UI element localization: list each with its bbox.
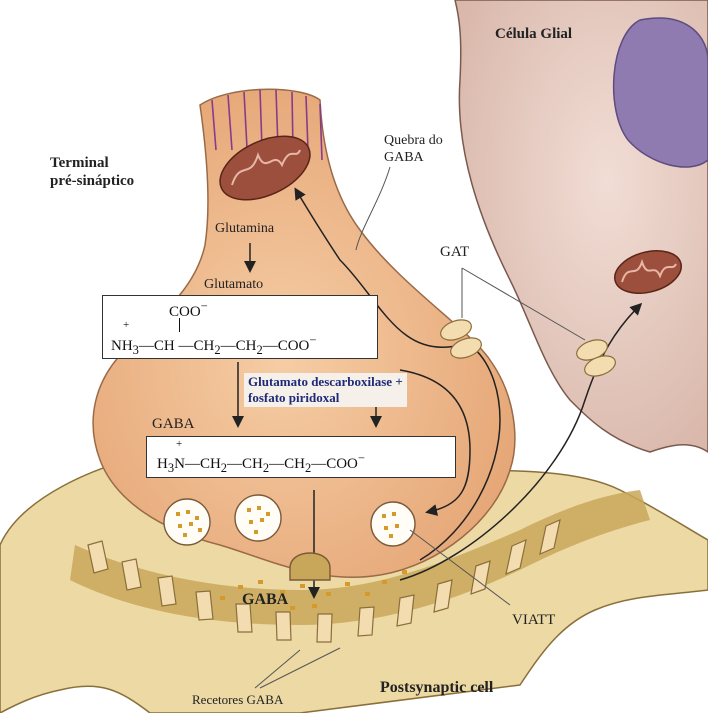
gat-label: GAT — [440, 244, 469, 260]
vesicle-3 — [371, 502, 415, 546]
enzyme-label: Glutamato descarboxilase + fosfato pirid… — [244, 373, 407, 407]
enzyme-label-line2: fosfato piridoxal — [248, 390, 403, 406]
glutamate-plus: + — [123, 319, 129, 331]
presynaptic-label-line2: pré-sináptico — [50, 173, 134, 189]
gaba-receptors-label: Recetores GABA — [192, 692, 283, 708]
gaba-label: GABA — [152, 416, 195, 432]
gaba-cleft-label: GABA — [242, 592, 288, 608]
glutamate-formula-box: COO− + NH3—CH —CH2—CH2—COO− — [102, 295, 378, 359]
glutamate-chain: NH3—CH —CH2—CH2—COO− — [111, 333, 316, 358]
glutamate-top-group: COO− — [169, 299, 208, 321]
viatt-label: VIATT — [512, 612, 555, 628]
glutamine-label: Glutamina — [215, 221, 274, 237]
enzyme-label-line1: Glutamato descarboxilase + — [248, 374, 403, 390]
presynaptic-label-line1: Terminal — [50, 155, 109, 171]
glutamate-label: Glutamato — [204, 277, 263, 293]
gaba-plus: + — [176, 438, 182, 450]
gaba-formula-box: + H3N—CH2—CH2—CH2—COO− — [146, 436, 456, 478]
vesicle-1 — [164, 499, 210, 545]
glial-cell-label: Célula Glial — [495, 26, 572, 42]
vesicle-2 — [235, 495, 281, 541]
vesicle-fusing — [290, 553, 330, 580]
gaba-breakdown-label-line1: Quebra do — [384, 133, 443, 149]
gaba-breakdown-label-line2: GABA — [384, 150, 424, 166]
gaba-chain: H3N—CH2—CH2—CH2—COO− — [157, 451, 365, 476]
postsynaptic-label: Postsynaptic cell — [380, 680, 493, 696]
